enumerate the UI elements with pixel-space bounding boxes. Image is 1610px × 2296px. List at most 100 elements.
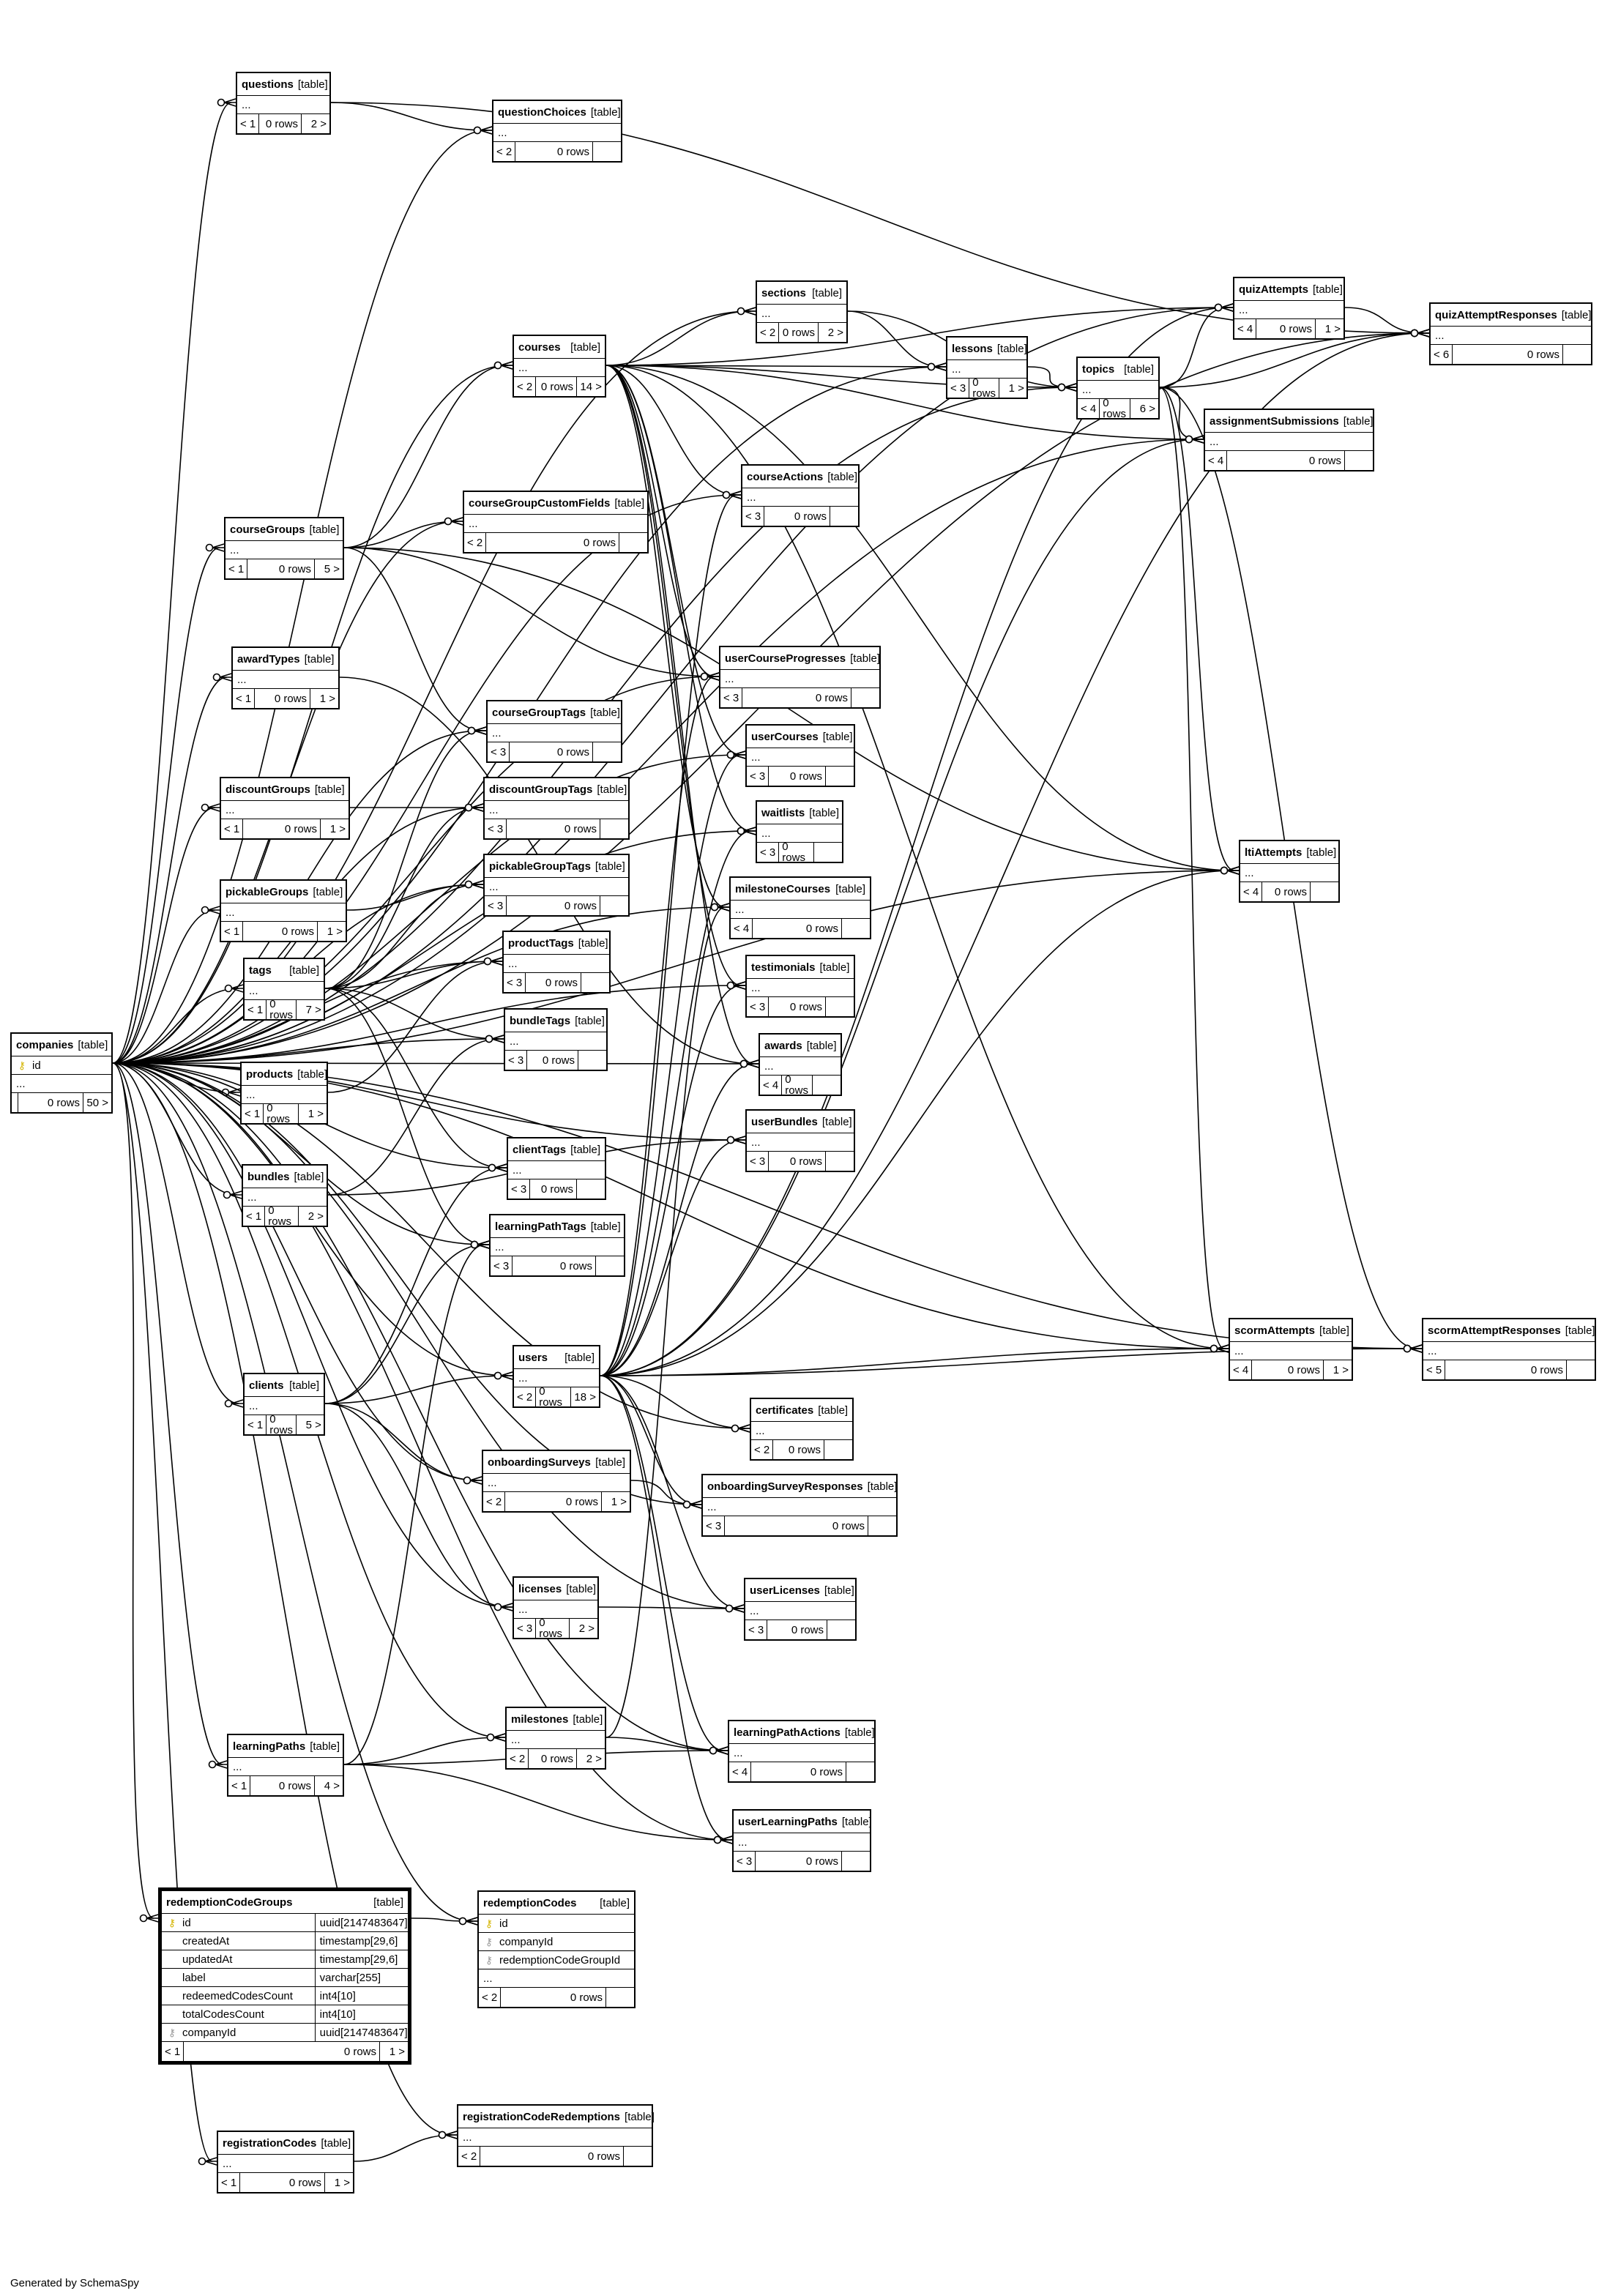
table-redemptionCodes[interactable]: redemptionCodes[table]⚷id⚷companyId⚷rede… — [477, 1890, 636, 2008]
relationship-edge — [112, 439, 1200, 1064]
child-count: 7 > — [305, 1003, 321, 1016]
parent-count: < 3 — [504, 973, 526, 992]
table-type-label: [table] — [566, 1582, 597, 1595]
row-count: 0 rows — [969, 377, 999, 399]
relationship-edge — [112, 830, 752, 1064]
relationship-edge — [605, 365, 742, 986]
relationship-edge — [600, 1348, 1225, 1376]
relationship-edge — [605, 307, 1229, 366]
more-columns-ellipsis: ... — [751, 1422, 852, 1440]
more-columns-ellipsis: ... — [464, 515, 647, 533]
more-columns-ellipsis: ... — [514, 1600, 597, 1619]
crowfoot-marker — [1191, 435, 1204, 444]
table-name: awards — [764, 1039, 802, 1052]
crowfoot-marker — [494, 1163, 507, 1172]
relationship-edge — [605, 365, 752, 832]
relationship-edge — [112, 1062, 223, 1765]
parent-count: < 2 — [493, 142, 516, 161]
parent-count: < 3 — [508, 1179, 531, 1199]
table-registrationCodeRedemptions[interactable]: registrationCodeRedemptions[table]...< 2… — [457, 2104, 655, 2167]
relationship-edge — [112, 985, 742, 1064]
table-header: courseGroups[table] — [226, 518, 343, 541]
table-type-label: [table] — [827, 470, 858, 483]
relationship-edge — [600, 754, 742, 1376]
child-count: 5 > — [324, 562, 340, 575]
relationship-edge — [600, 870, 1235, 1376]
crowfoot-marker — [1409, 1344, 1423, 1353]
parent-count: < 3 — [491, 1256, 513, 1275]
column-name: ⚷companyId — [162, 2024, 316, 2041]
table-name: waitlists — [761, 806, 805, 819]
table-header: products[table] — [242, 1063, 327, 1086]
relationship-edge — [112, 1038, 500, 1064]
table-type-label: [table] — [310, 1740, 340, 1753]
column-type: int4[10] — [319, 2008, 356, 2021]
optional-marker — [485, 1035, 493, 1043]
column-name: label — [162, 1969, 316, 1986]
relationship-edge — [600, 332, 1425, 1376]
crowfoot-marker — [1226, 866, 1240, 875]
table-name: pickableGroupTags — [489, 860, 591, 873]
table-name: onboardingSurveyResponses — [707, 1480, 863, 1493]
optional-marker — [493, 361, 502, 370]
table-header: userBundles[table] — [747, 1111, 854, 1133]
parent-count: < 1 — [245, 1415, 267, 1434]
crowfoot-marker — [717, 903, 730, 912]
row-count: 0 rows — [769, 997, 826, 1016]
relationship-edge — [600, 676, 715, 1376]
parent-count: < 3 — [485, 819, 507, 838]
